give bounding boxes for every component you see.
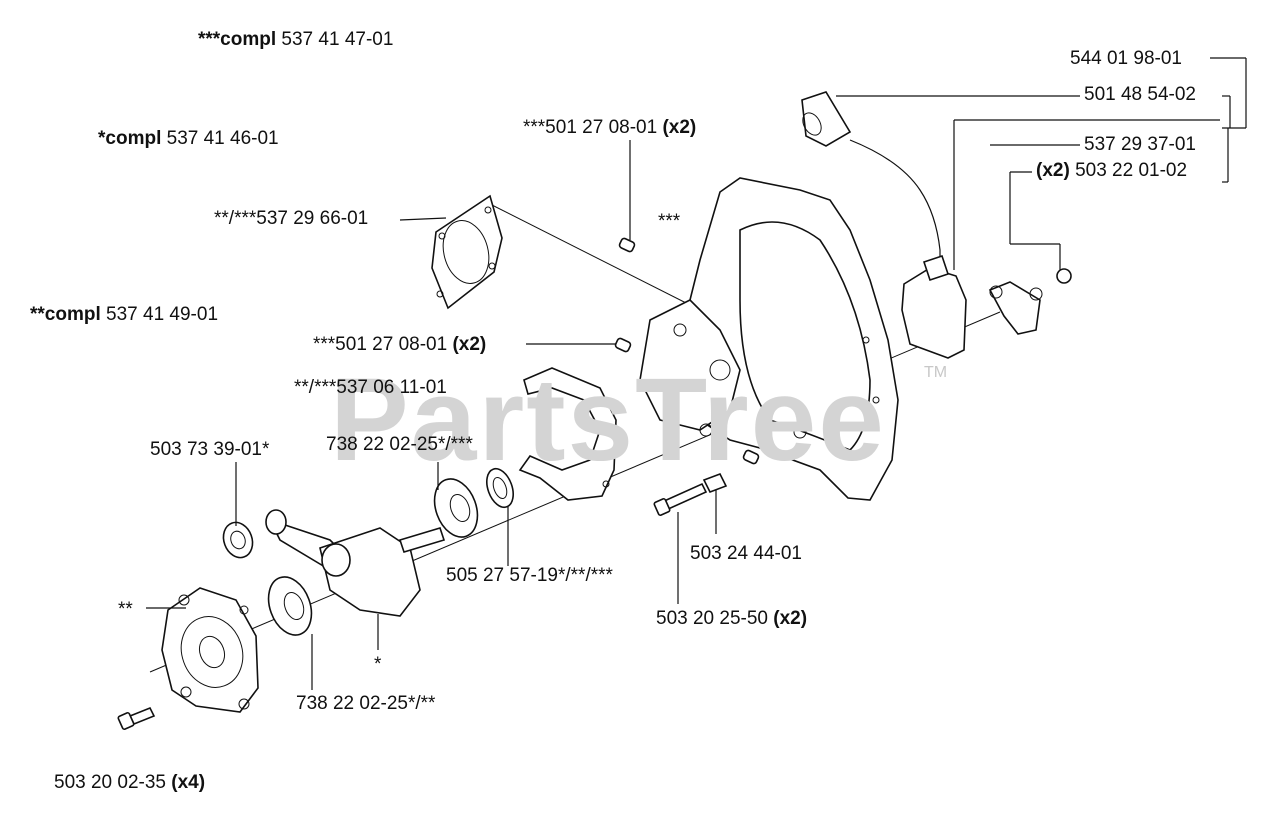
label-503-24-44: 503 24 44-01 [690,543,802,564]
label-537-06-11: **/***537 06 11-01 [294,377,447,398]
label-738-22-02-bottom: 738 22 02-25*/** [296,693,436,714]
label-501-27-08-top: ***501 27 08-01 (x2) [523,117,697,138]
ignition-module [801,91,967,359]
watermark-trademark: TM [924,364,948,381]
crankshaft-seal [486,467,514,509]
bearing-bottom [267,576,313,636]
crankshaft-assembly [265,509,446,617]
label-503-73-39: 503 73 39-01* [150,439,270,460]
label-544-01-98: 544 01 98-01 [1070,48,1182,69]
label-505-27-57: 505 27 57-19*/**/*** [446,565,613,586]
bracket-and-nuts [988,268,1072,335]
label-compl-537-41-47: ***compl 537 41 47-01 [198,29,394,50]
crankcase-half [161,587,259,713]
label-503-20-02: 503 20 02-35 (x4) [54,772,206,793]
gasket-axis [487,202,701,311]
marker-double-star: ** [118,599,133,620]
needle-bearing [222,521,254,559]
label-537-29-66: **/***537 29 66-01 [214,208,369,229]
marker-single-star: * [374,654,382,675]
marker-triple-star: *** [658,211,681,232]
dowel-pin-top [618,237,636,253]
watermark: PartsTree [330,354,886,486]
label-503-22-01: (x2) 503 22 01-02 [1036,160,1188,181]
label-501-27-08-mid: ***501 27 08-01 (x2) [313,334,487,355]
dowel-pin-mid [614,337,632,353]
bolt-503-20-25 [653,482,708,516]
label-compl-537-41-46: *compl 537 41 46-01 [98,128,279,149]
cylinder-gasket [431,194,503,310]
screw-503-20-02 [117,706,156,730]
pin-503-24-44 [702,472,728,494]
crankcase-frame [639,177,899,501]
label-537-29-37: 537 29 37-01 [1084,134,1196,155]
label-compl-537-41-49: **compl 537 41 49-01 [30,304,219,325]
label-501-48-54: 501 48 54-02 [1084,84,1196,105]
bearing-top [433,478,479,538]
label-738-22-02-top: 738 22 02-25*/*** [326,434,473,455]
label-503-20-25: 503 20 25-50 (x2) [656,608,808,629]
crankcase-gasket [518,367,617,501]
leader-lines [146,57,1247,690]
